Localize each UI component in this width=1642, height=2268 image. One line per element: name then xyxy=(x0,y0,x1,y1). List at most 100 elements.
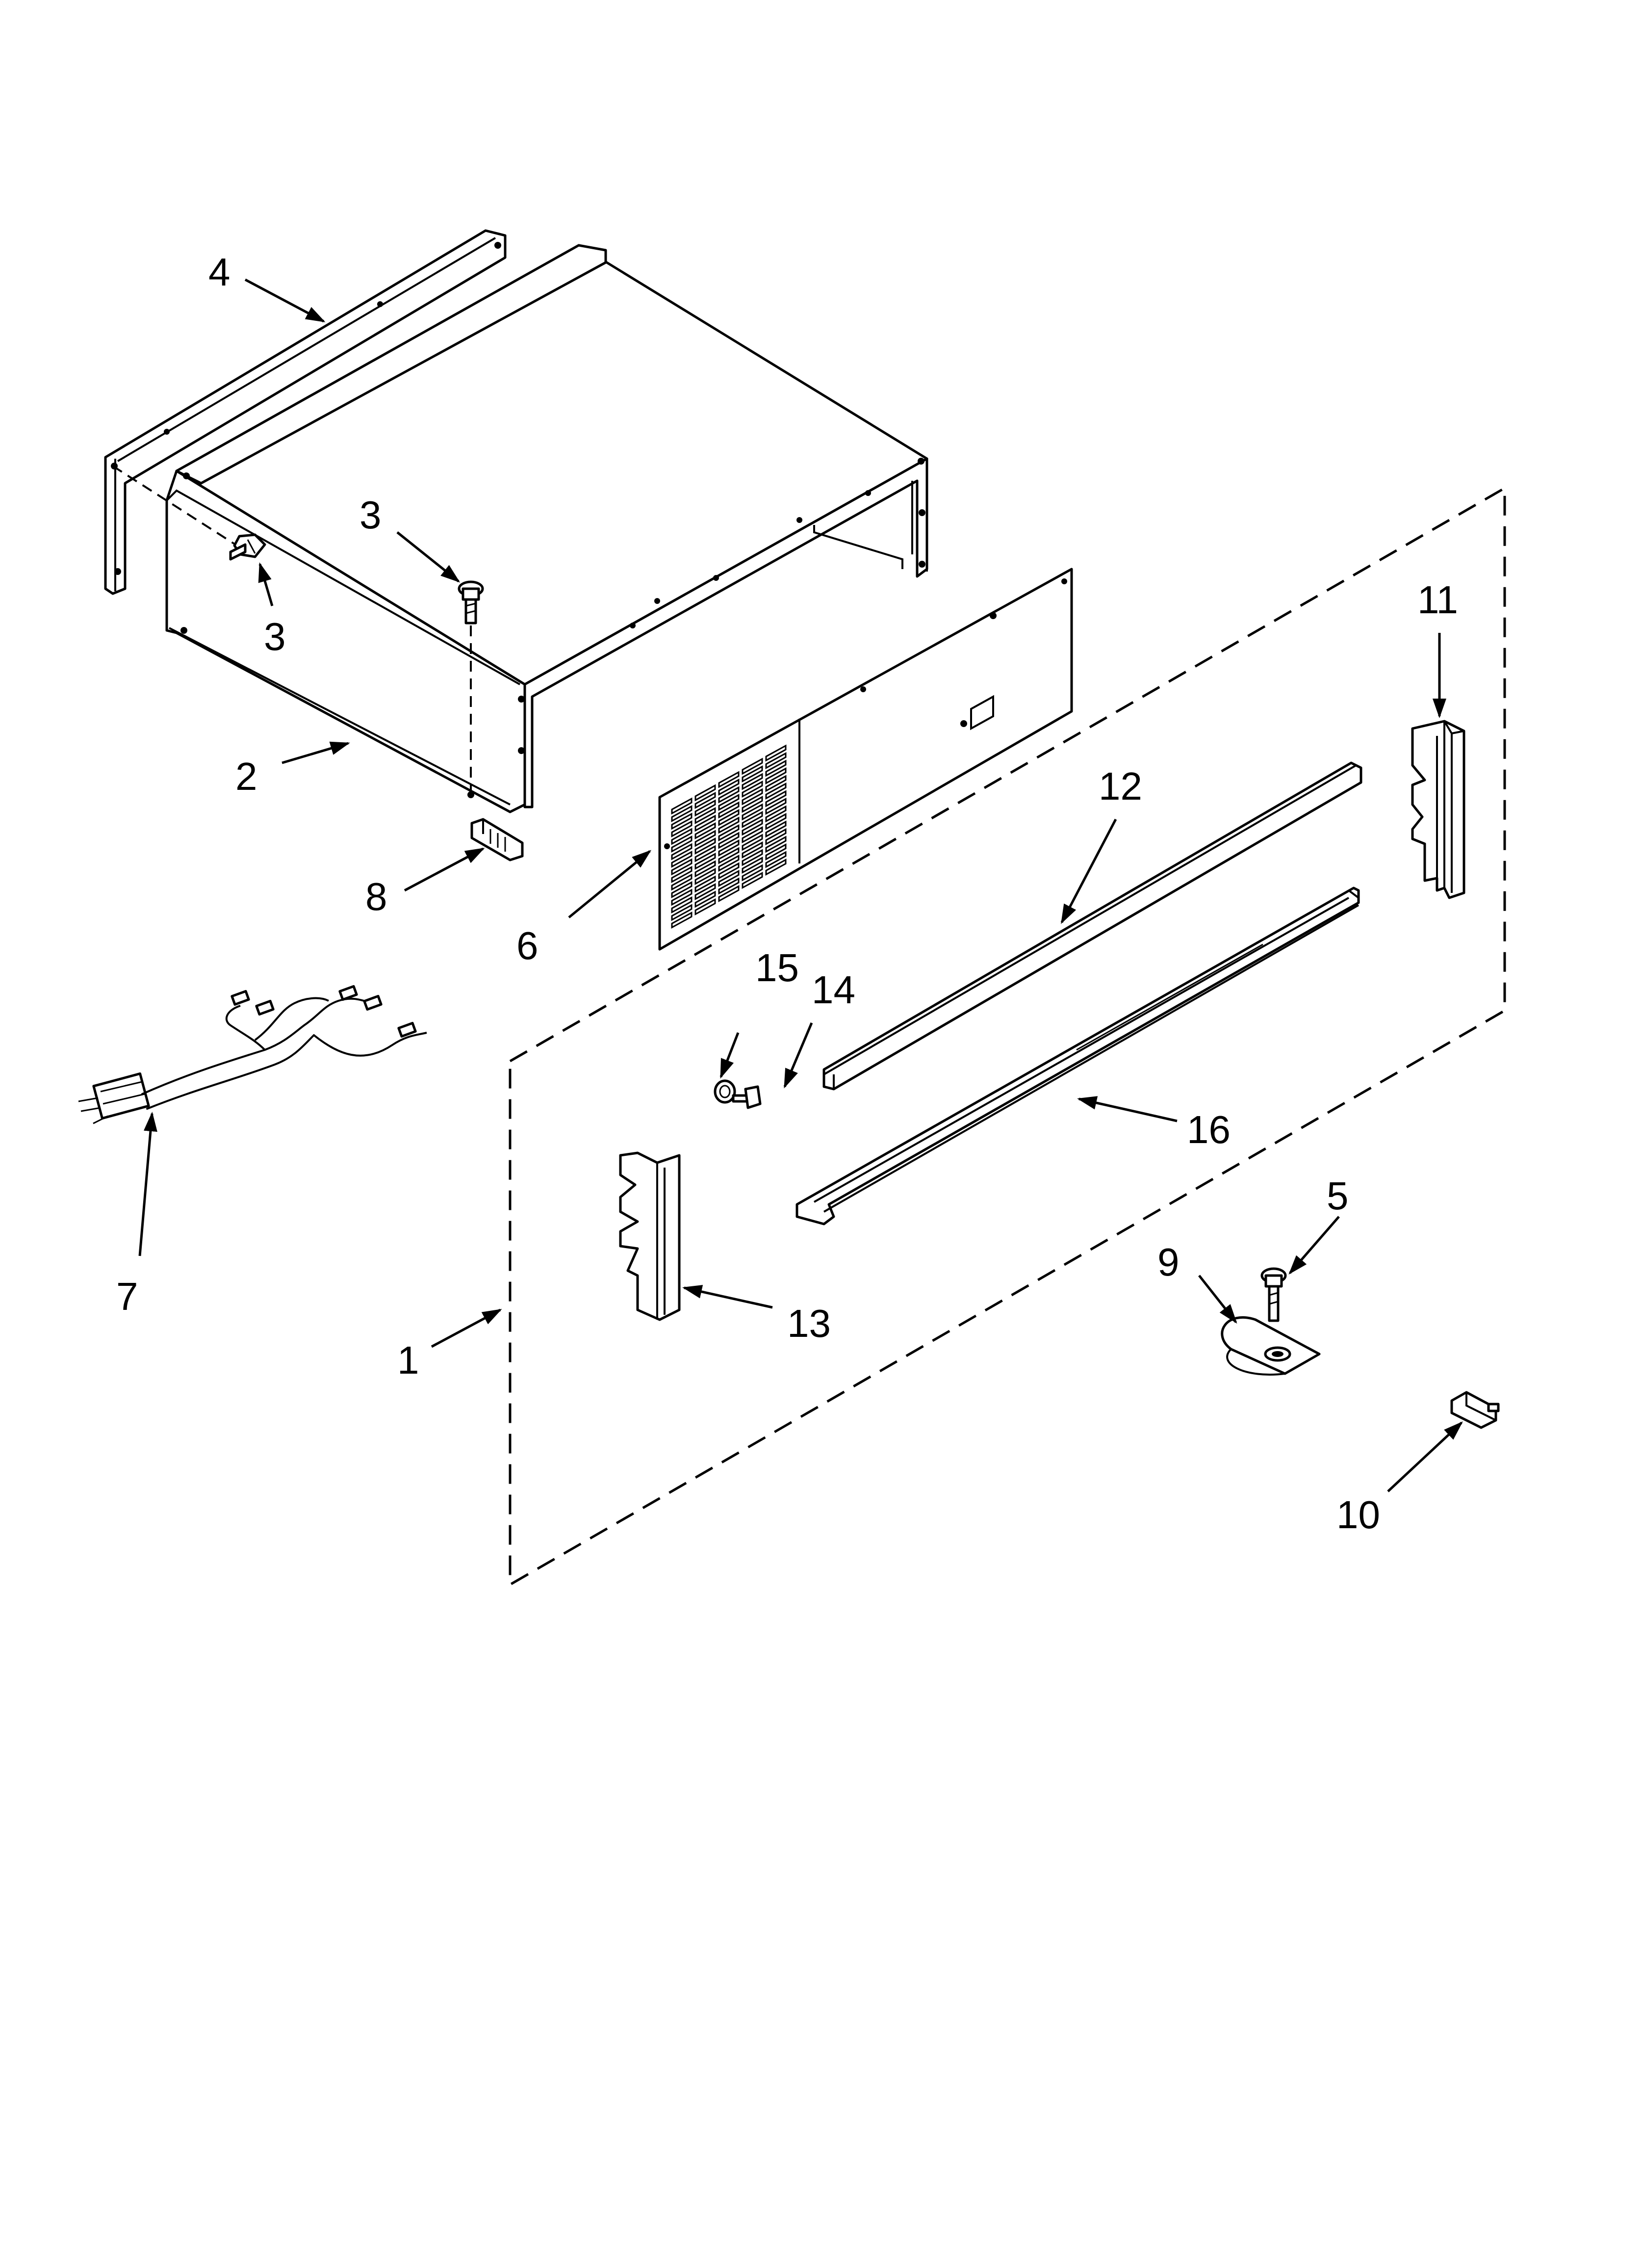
louver-slot xyxy=(718,847,740,864)
part-14-pin xyxy=(732,1085,762,1109)
louver-slot xyxy=(718,808,740,827)
kit-boundary-outline xyxy=(509,486,1506,1587)
callout-3-top: 3 xyxy=(359,493,382,537)
louver-slot xyxy=(671,797,693,815)
louver-slot xyxy=(765,805,787,823)
louver-slot xyxy=(765,828,787,846)
louver-slot xyxy=(742,757,763,775)
callout-12: 12 xyxy=(1099,764,1142,808)
louver-slot xyxy=(765,782,787,800)
louver-slot xyxy=(671,858,693,876)
louver-slot xyxy=(671,888,693,906)
louver-slot xyxy=(671,828,693,845)
louver-slot xyxy=(718,801,740,819)
callout-10: 10 xyxy=(1336,1493,1380,1537)
louver-slot xyxy=(718,793,740,811)
louver-slot xyxy=(742,818,763,836)
louver-slot xyxy=(671,896,693,914)
louver-slot xyxy=(694,883,716,901)
callout-1: 1 xyxy=(397,1338,419,1382)
louver-slot xyxy=(742,810,763,829)
louver-slot xyxy=(765,858,787,876)
louver-slot xyxy=(694,890,716,908)
callout-11: 11 xyxy=(1417,578,1458,622)
louver-slot xyxy=(742,788,763,806)
louver-slot xyxy=(765,812,787,831)
louver-slot xyxy=(742,841,763,859)
louver-slot xyxy=(742,826,763,844)
louver-slot xyxy=(671,835,693,853)
louver-slot xyxy=(671,865,693,884)
callout-4: 4 xyxy=(208,250,231,294)
callout-8: 8 xyxy=(365,875,387,918)
louver-slot xyxy=(742,773,763,790)
louver-slot xyxy=(694,814,716,832)
leader-lines xyxy=(138,278,1463,1492)
louver-slot xyxy=(765,790,787,808)
louver-slot xyxy=(742,856,763,874)
part-13-left-bracket xyxy=(619,1151,681,1321)
louver-slot xyxy=(765,767,787,785)
louver-slot xyxy=(671,805,693,823)
louver-slot xyxy=(671,820,693,838)
louver-slot xyxy=(742,780,763,798)
louver-slot xyxy=(718,854,740,872)
callout-16: 16 xyxy=(1187,1108,1231,1151)
louver-slot xyxy=(694,784,716,802)
part-3-screw-top xyxy=(458,580,484,625)
louver-slot xyxy=(718,816,740,834)
louver-slot xyxy=(718,832,740,849)
louver-slot xyxy=(765,775,787,792)
louver-slot xyxy=(718,824,740,842)
callout-5: 6 xyxy=(516,924,539,967)
louver-slot xyxy=(694,807,716,825)
louver-slot xyxy=(765,744,787,762)
louver-slot xyxy=(694,830,716,847)
louver-slot xyxy=(694,852,716,870)
louver-slot xyxy=(742,795,763,813)
louver-slot xyxy=(718,786,740,804)
louver-slot xyxy=(671,911,693,929)
callout-7: 7 xyxy=(116,1275,138,1318)
louver-slot xyxy=(718,862,740,880)
callout-6: 5 xyxy=(1327,1174,1349,1218)
grille-louvers xyxy=(671,744,787,929)
louver-slot xyxy=(742,765,763,783)
louver-slot xyxy=(671,850,693,868)
part-7-wire-harness xyxy=(78,985,427,1124)
louver-slot xyxy=(671,904,693,921)
part-5-grille-panel xyxy=(658,568,1073,951)
louver-slot xyxy=(718,885,740,903)
louver-slot xyxy=(765,843,787,861)
louver-slot xyxy=(694,822,716,840)
callout-3-side: 3 xyxy=(264,615,286,658)
louver-slot xyxy=(765,759,787,777)
part-10-clip xyxy=(1450,1391,1500,1429)
louver-slot xyxy=(742,864,763,882)
callout-14: 14 xyxy=(812,968,855,1012)
callout-2: 2 xyxy=(235,755,257,798)
louver-slot xyxy=(694,860,716,878)
louver-slot xyxy=(742,871,763,889)
callout-9: 9 xyxy=(1157,1240,1180,1284)
louver-slot xyxy=(765,820,787,838)
louver-slot xyxy=(694,799,716,817)
louver-slot xyxy=(718,869,740,887)
louver-slot xyxy=(671,812,693,830)
louver-slot xyxy=(718,771,740,788)
louver-slot xyxy=(694,867,716,886)
louver-slot xyxy=(671,881,693,899)
louver-slot xyxy=(718,839,740,857)
louver-slot xyxy=(718,877,740,895)
part-15-nut xyxy=(714,1079,736,1104)
louver-slot xyxy=(694,898,716,916)
louver-slot xyxy=(694,845,716,862)
callout-13: 13 xyxy=(787,1302,831,1345)
part-8-spacer xyxy=(470,818,524,861)
part-9-clamp xyxy=(1221,1316,1321,1376)
part-4-rear-bracket xyxy=(104,229,507,595)
louver-slot xyxy=(765,835,787,853)
part-11-right-bracket xyxy=(1411,720,1465,899)
part-3-screw-side xyxy=(229,533,266,561)
louver-slot xyxy=(742,803,763,821)
